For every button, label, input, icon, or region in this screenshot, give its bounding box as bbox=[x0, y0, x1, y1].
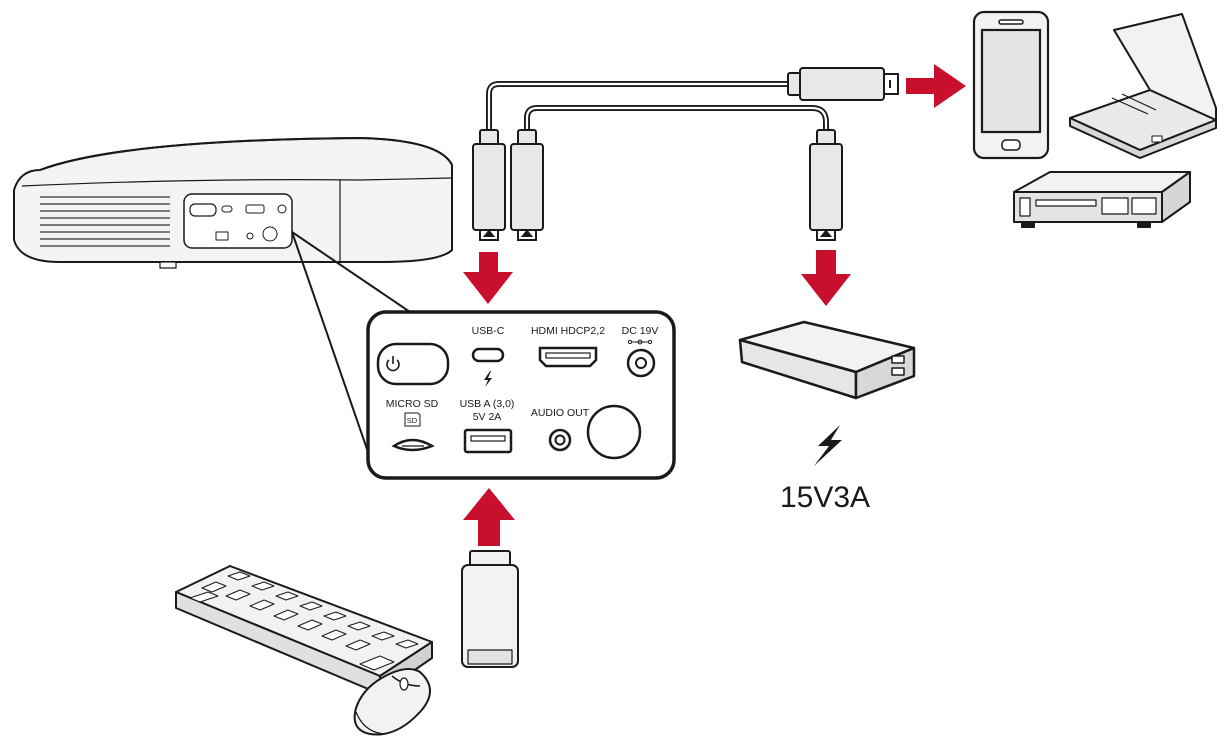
usb-c-label: USB-C bbox=[472, 325, 505, 337]
sd-badge: SD bbox=[404, 412, 421, 427]
usb-c-plug-horizontal bbox=[787, 67, 899, 101]
power-rating-label: 15V3A bbox=[780, 481, 870, 514]
arrow-down-to-usb-c bbox=[463, 252, 513, 304]
arrow-up-to-usb-a bbox=[463, 488, 515, 546]
svg-text:SD: SD bbox=[407, 416, 418, 425]
usb-c-plug-left bbox=[472, 129, 506, 241]
hdmi-label: HDMI HDCP2,2 bbox=[531, 325, 605, 337]
callout-lines bbox=[291, 231, 411, 453]
dc-polarity-icon bbox=[627, 339, 653, 345]
power-button bbox=[376, 342, 450, 386]
usb-a-label-line2: 5V 2A bbox=[473, 411, 502, 423]
usb-c-plug-middle bbox=[510, 129, 544, 241]
usb-dongle-icon bbox=[461, 550, 519, 668]
micro-sd-slot bbox=[391, 438, 435, 452]
projector-icon bbox=[13, 137, 453, 269]
power-icon bbox=[386, 356, 400, 372]
dvd-player-icon bbox=[1013, 171, 1191, 228]
micro-sd-label: MICRO SD bbox=[386, 398, 439, 410]
smartphone-icon bbox=[972, 10, 1050, 160]
charge-icon bbox=[484, 371, 492, 387]
lightning-bolt-icon bbox=[814, 425, 842, 466]
audio-out-label: AUDIO OUT bbox=[531, 407, 590, 419]
arrow-to-devices bbox=[906, 64, 966, 108]
laptop-icon bbox=[1069, 13, 1217, 159]
dc-label: DC 19V bbox=[622, 325, 659, 337]
hdmi-port bbox=[538, 346, 598, 368]
arrow-down-to-power-bank bbox=[801, 250, 851, 306]
sensor-window bbox=[586, 404, 642, 460]
usb-a-label-line1: USB A (3,0) bbox=[460, 398, 515, 410]
power-bank-icon bbox=[738, 320, 916, 400]
usb-c-port bbox=[471, 347, 505, 363]
usb-c-plug-right bbox=[809, 129, 843, 241]
mouse-icon bbox=[353, 668, 431, 736]
port-panel: USB-C HDMI HDCP2,2 DC 19V MICRO SD SD US… bbox=[366, 310, 676, 480]
